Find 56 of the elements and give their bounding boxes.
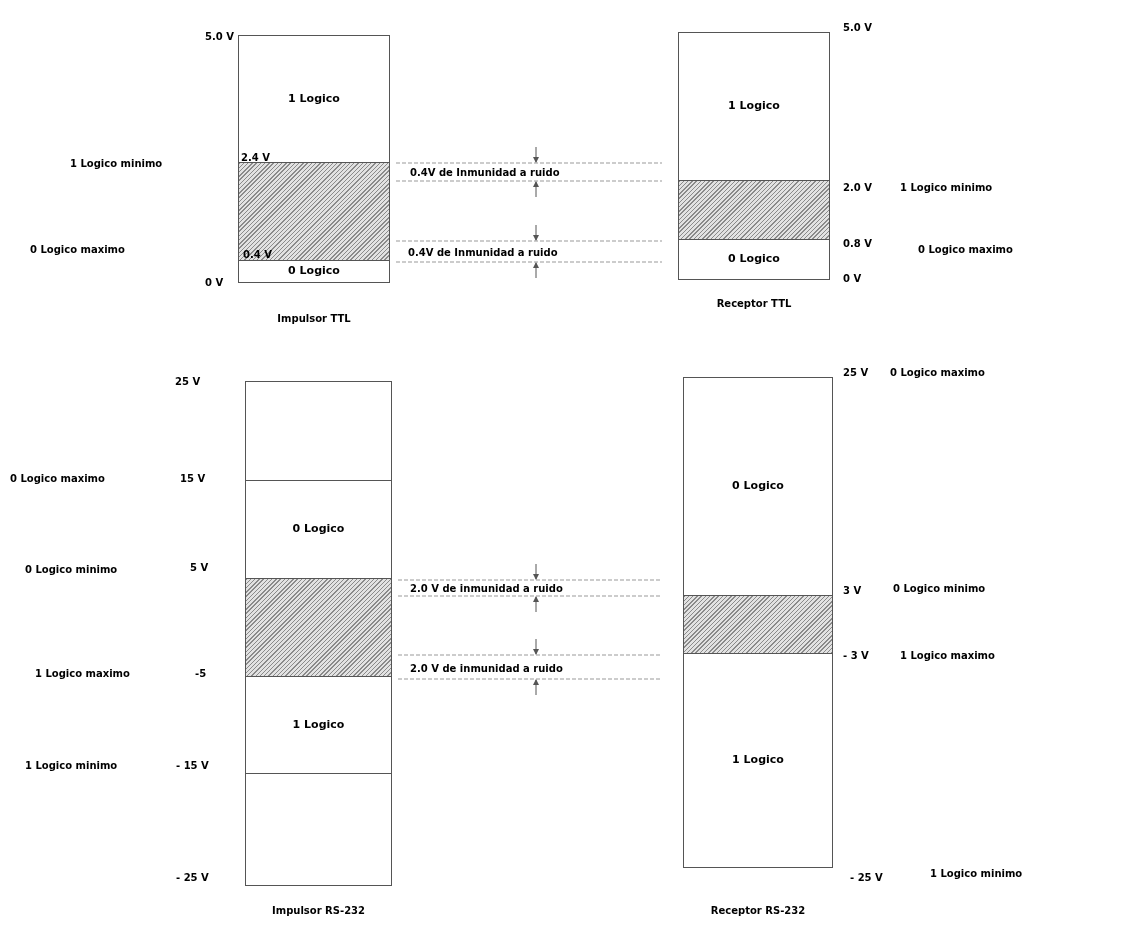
voltage-column (678, 32, 830, 280)
voltage-label: 5.0 V (205, 29, 234, 44)
voltage-label: 2.0 V (843, 180, 872, 195)
voltage-label: - 25 V (850, 870, 883, 885)
voltage-label: 0.4V de Inmunidad a ruido (408, 245, 558, 260)
hatched-band (238, 162, 390, 261)
voltage-label: 2.0 V de inmunidad a ruido (410, 661, 563, 675)
logic-level-band (238, 260, 390, 283)
voltage-label: 0.4 V (243, 247, 272, 262)
logic-level-band (245, 773, 392, 886)
voltage-label: 1 Logico maximo (35, 666, 130, 681)
voltage-label: 15 V (180, 471, 206, 486)
voltage-label: 0 V (843, 271, 862, 286)
voltage-label: 3 V (843, 583, 862, 598)
logic-level-band (245, 480, 392, 579)
voltage-column (245, 381, 392, 886)
voltage-label: -5 (195, 666, 207, 681)
hatched-band (683, 595, 833, 654)
hatched-band (678, 180, 830, 240)
voltage-label: 0 Logico maximo (890, 365, 985, 380)
voltage-label: 5 V (190, 560, 209, 575)
voltage-label: 0 Logico minimo (893, 581, 986, 596)
voltage-label: 0.4V de Inmunidad a ruido (410, 165, 560, 180)
voltage-column (238, 35, 390, 283)
voltage-label: - 3 V (843, 648, 869, 663)
column-caption: Impulsor TTL (277, 311, 351, 326)
voltage-label: 2.4 V (241, 150, 270, 165)
logic-level-band (683, 653, 833, 868)
column-caption: Receptor RS-232 (710, 903, 806, 918)
column-caption: Receptor TTL (716, 296, 792, 311)
voltage-label: 1 Logico maximo (900, 648, 995, 663)
voltage-label: - 25 V (176, 870, 209, 885)
logic-level-band (245, 381, 392, 481)
logic-level-band (245, 676, 392, 774)
voltage-label: - 15 V (176, 758, 209, 773)
voltage-label: 0.8 V (843, 236, 872, 251)
logic-level-band (678, 239, 830, 280)
voltage-label: 5.0 V (843, 20, 872, 35)
voltage-label: 1 Logico minimo (25, 758, 118, 773)
hatched-band (245, 578, 392, 677)
voltage-label: 1 Logico minimo (930, 866, 1023, 881)
voltage-label: 2.0 V de inmunidad a ruido (410, 581, 563, 596)
column-caption: Impulsor RS-232 (272, 903, 365, 918)
voltage-label: 0 Logico maximo (30, 242, 125, 257)
voltage-label: 25 V (843, 365, 869, 380)
logic-level-band (678, 32, 830, 181)
voltage-label: 0 Logico maximo (10, 471, 105, 486)
voltage-label: 0 V (205, 275, 224, 290)
voltage-label: 1 Logico minimo (900, 180, 993, 195)
voltage-label: 0 Logico maximo (918, 242, 1013, 257)
logic-level-band (683, 377, 833, 596)
voltage-label: 25 V (175, 374, 201, 389)
voltage-column (683, 377, 833, 868)
logic-level-band (238, 35, 390, 163)
voltage-label: 1 Logico minimo (70, 156, 163, 171)
voltage-label: 0 Logico minimo (25, 562, 118, 577)
